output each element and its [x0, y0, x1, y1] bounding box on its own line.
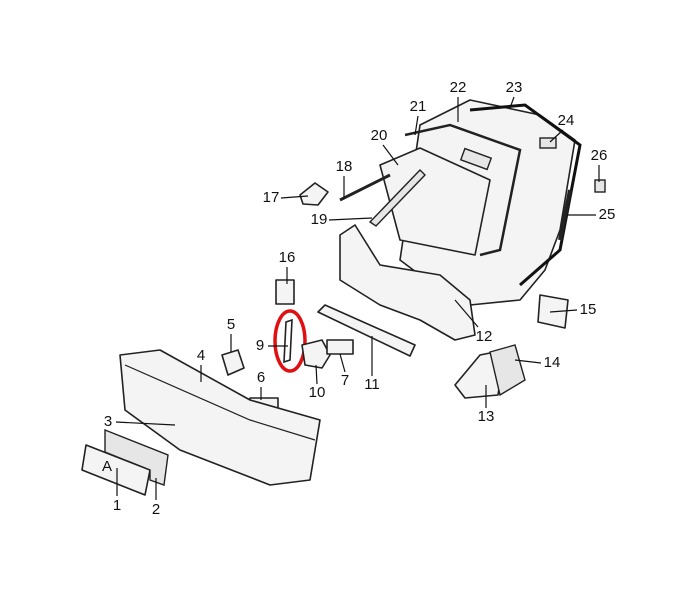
callout-labels: 1 2 3 4 5 6 7 9 10 11 12 13 14 15 16 17 … [104, 79, 616, 518]
callout-17: 17 [263, 189, 280, 206]
latch-24 [539, 137, 557, 149]
callout-15: 15 [580, 301, 597, 318]
callout-22: 22 [450, 79, 467, 96]
third-brake-light [459, 147, 493, 171]
lock-10 [301, 339, 331, 369]
plate-letter: A [102, 458, 112, 475]
callout-19: 19 [311, 211, 328, 228]
callout-18: 18 [336, 158, 353, 175]
callout-23: 23 [506, 79, 523, 96]
callout-26: 25 [599, 206, 616, 223]
tailgate-seal [469, 103, 582, 287]
callout-10: 10 [309, 384, 326, 401]
trim-strip-11 [317, 304, 416, 357]
callout-6: 6 [257, 369, 265, 386]
callout-5: 5 [227, 316, 235, 333]
bumper-edge [124, 364, 316, 441]
highlight-circle [273, 309, 307, 373]
tail-light-cover-14 [489, 344, 526, 397]
callout-24: 24 [558, 112, 575, 129]
callout-25: 26 [591, 147, 608, 164]
wiper-motor-17 [299, 182, 329, 206]
bracket-5 [221, 349, 245, 376]
callout-20: 20 [371, 127, 388, 144]
plate-holder-2 [104, 428, 169, 486]
bracket-16 [275, 279, 295, 305]
inner-trim-panel [339, 224, 476, 341]
wiper-arm [368, 169, 426, 227]
callout-7: 7 [341, 372, 349, 389]
callout-12: 12 [476, 328, 493, 345]
callout-11: 11 [364, 376, 380, 393]
wiper-blade [339, 173, 391, 202]
callout-16: 16 [279, 249, 296, 266]
glass-seal [404, 123, 522, 257]
leader-lines [115, 96, 600, 500]
gas-strut [558, 189, 572, 241]
rear-glass [379, 147, 491, 256]
callout-3: 3 [104, 413, 112, 430]
callout-9: 9 [256, 337, 264, 354]
callout-4: 4 [197, 347, 205, 364]
callout-2: 2 [152, 501, 160, 518]
clip-26 [594, 179, 606, 193]
callout-21: 21 [410, 98, 427, 115]
callout-14: 14 [544, 354, 561, 371]
clip-7 [326, 339, 354, 355]
bracket-9 [283, 318, 293, 364]
callout-1: 1 [113, 497, 121, 514]
callout-13: 13 [478, 408, 495, 425]
